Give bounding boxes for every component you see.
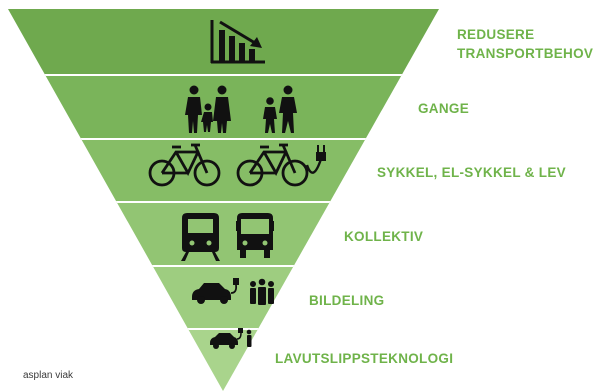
low-emission-car-icon <box>210 328 252 349</box>
level-label-line: REDUSERE <box>457 27 535 42</box>
family-walking-icon <box>185 85 231 133</box>
level-label-public-transport: KOLLEKTIV <box>344 227 423 246</box>
level-label-line: GANGE <box>418 101 470 116</box>
electric-car-icon <box>192 278 239 304</box>
logo-text: asplan viak <box>23 370 74 381</box>
level-label-reduce-transport: REDUSERE TRANSPORTBEHOV <box>457 25 593 63</box>
declining-bar-chart-icon <box>210 20 265 64</box>
level-label-line: LAVUTSLIPPSTEKNOLOGI <box>275 351 454 366</box>
bus-icon <box>236 213 274 258</box>
level-label-line: TRANSPORTBEHOV <box>457 46 594 61</box>
level-label-walking: GANGE <box>418 99 469 118</box>
level-label-line: BILDELING <box>309 293 385 308</box>
level-label-car-sharing: BILDELING <box>309 291 384 310</box>
bicycle-icon <box>148 143 221 187</box>
pyramid-band-2 <box>8 75 439 139</box>
asplan-viak-logo: asplan viak <box>23 370 73 381</box>
level-label-cycling: SYKKEL, EL-SYKKEL & LEV <box>377 163 566 182</box>
people-group-icon <box>250 278 274 305</box>
level-label-line: KOLLEKTIV <box>344 229 424 244</box>
level-label-low-emission: LAVUTSLIPPSTEKNOLOGI <box>275 349 453 368</box>
parent-child-walking-icon <box>263 85 297 133</box>
train-icon <box>181 213 220 261</box>
electric-bicycle-icon <box>236 143 326 187</box>
level-label-line: SYKKEL, EL-SYKKEL & LEV <box>377 165 566 180</box>
